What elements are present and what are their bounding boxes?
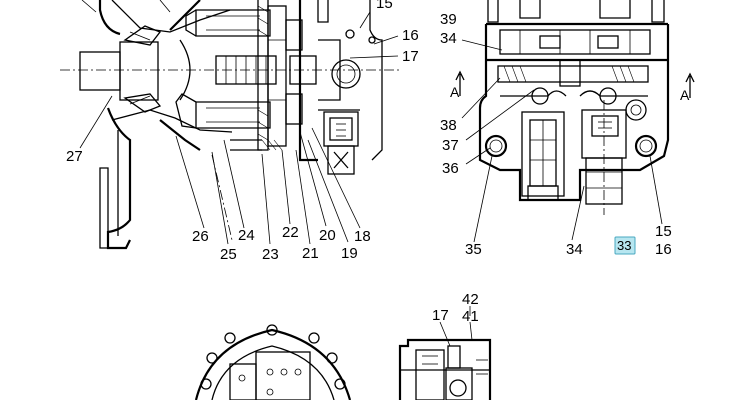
callout-41[interactable]: 41 (462, 308, 479, 325)
callout-35[interactable]: 35 (465, 241, 482, 258)
callout-labels: 15 16 17 27 26 25 24 23 22 21 20 19 18 3… (66, 0, 690, 325)
motor-front-view (194, 324, 352, 400)
callout-27[interactable]: 27 (66, 148, 83, 165)
callout-38[interactable]: 38 (440, 117, 457, 134)
callout-16-top[interactable]: 16 (402, 27, 419, 44)
callout-15-right[interactable]: 15 (655, 223, 672, 240)
callout-39[interactable]: 39 (440, 11, 457, 28)
callout-16-right[interactable]: 16 (655, 241, 672, 258)
leader-lines-bottom (439, 306, 473, 347)
callout-17-top[interactable]: 17 (402, 48, 419, 65)
callout-25[interactable]: 25 (220, 246, 237, 263)
section-marker-a-left: A (450, 84, 460, 100)
callout-33-highlight (614, 236, 636, 255)
leader-lines-left (79, 0, 399, 245)
pump-cross-section (60, 0, 400, 250)
callout-19[interactable]: 19 (341, 245, 358, 262)
callout-15-top[interactable]: 15 (376, 0, 393, 12)
callout-22[interactable]: 22 (282, 224, 299, 241)
callout-20[interactable]: 20 (319, 227, 336, 244)
section-marker-a-right: A (680, 87, 690, 103)
callout-23[interactable]: 23 (262, 246, 279, 263)
callout-33[interactable]: 33 (617, 238, 631, 253)
callout-34-bottom[interactable]: 34 (566, 241, 583, 258)
leader-lines-right (461, 39, 663, 243)
callout-18[interactable]: 18 (354, 228, 371, 245)
callout-24[interactable]: 24 (238, 227, 255, 244)
callout-34-top[interactable]: 34 (440, 30, 457, 47)
callout-26[interactable]: 26 (192, 228, 209, 245)
callout-42[interactable]: 42 (462, 291, 479, 308)
valve-block-view (455, 0, 695, 215)
callout-37[interactable]: 37 (442, 137, 459, 154)
callout-17-bottom[interactable]: 17 (432, 307, 449, 324)
callout-21[interactable]: 21 (302, 245, 319, 262)
callout-36[interactable]: 36 (442, 160, 459, 177)
relief-valve-section (398, 338, 492, 400)
